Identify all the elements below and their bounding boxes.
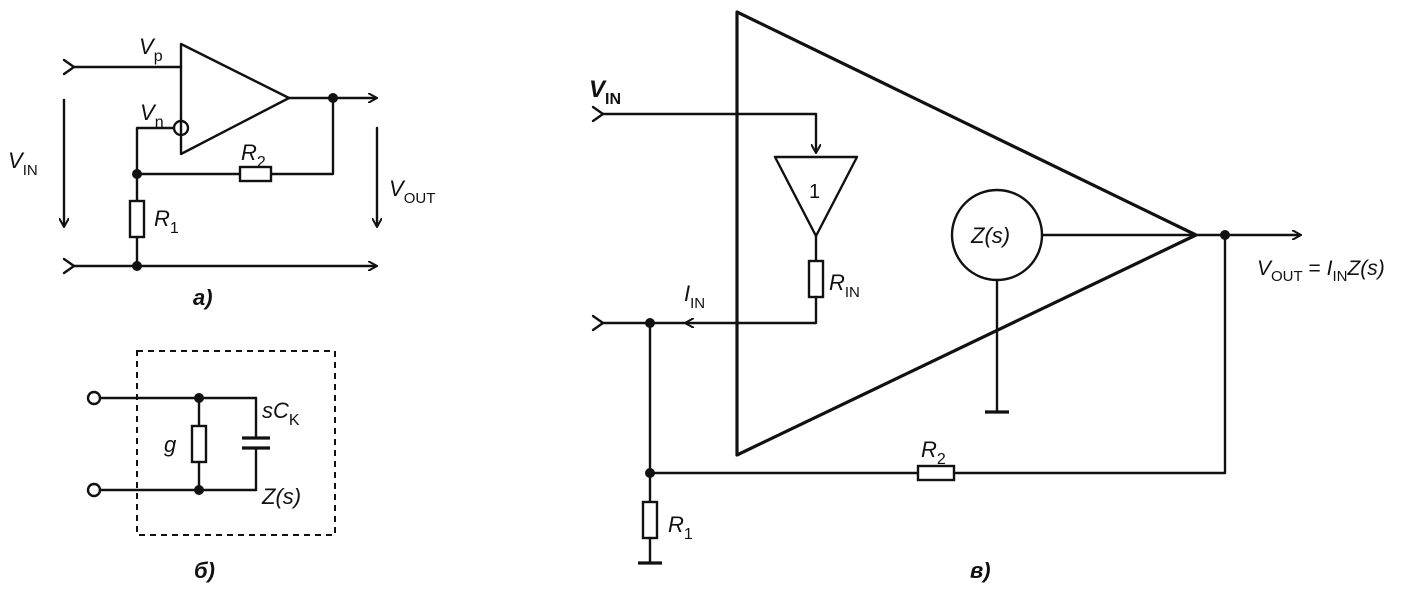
label-r2-c: R2	[921, 437, 946, 468]
label-r1: R1	[154, 206, 179, 237]
op-amp-triangle	[179, 42, 291, 156]
input-terminal-bottom	[62, 257, 76, 275]
label-vp: Vp	[139, 34, 163, 65]
caption-c: в)	[970, 558, 991, 583]
r2-resistor	[916, 464, 956, 482]
amplifier-triangle	[735, 10, 1198, 457]
label-vn: Vn	[140, 100, 164, 131]
feedback-wire-right	[269, 96, 335, 176]
terminal-bottom	[86, 482, 102, 498]
buffer-gain: 1	[809, 181, 820, 203]
label-vout-equation: VOUT = IINZ(s)	[1257, 257, 1385, 285]
r1-resistor	[128, 199, 146, 239]
r2-wire-right	[952, 233, 1227, 475]
diagram-a: Vp Vn VIN VOUT R1 R2 а)	[8, 34, 435, 310]
label-vin: VIN	[8, 148, 38, 179]
label-zs: Z(s)	[261, 484, 301, 509]
label-vout: VOUT	[389, 176, 435, 207]
vin-wire	[601, 112, 816, 152]
output-node	[1220, 230, 1230, 240]
caption-a: а)	[193, 285, 213, 310]
label-g: g	[164, 432, 177, 457]
inverting-terminal	[591, 314, 605, 332]
label-vin-c: VIN	[589, 76, 621, 108]
buffer-triangle	[773, 155, 859, 238]
label-r2: R2	[241, 140, 266, 171]
caption-b: б)	[194, 558, 215, 583]
diagram-b: g sCK Z(s) б)	[86, 350, 336, 583]
input-terminal-top	[62, 58, 76, 76]
iin-wire	[686, 295, 818, 323]
rin-resistor	[807, 259, 825, 299]
label-sck: sCK	[262, 398, 300, 429]
label-zs-c: Z(s)	[970, 223, 1010, 248]
g-resistor	[190, 424, 208, 464]
vn-wire	[135, 126, 176, 176]
terminal-top	[86, 390, 102, 406]
label-rin: RIN	[829, 270, 860, 301]
r2-resistor	[238, 165, 273, 183]
label-iin: IIN	[684, 281, 705, 312]
diagram-c: 1 Z(s) VIN IIN RIN R1 R2 VOUT =	[589, 10, 1385, 583]
vin-terminal	[591, 105, 605, 123]
label-r1-c: R1	[668, 512, 693, 543]
r1-resistor	[641, 500, 659, 540]
dashed-boundary	[136, 350, 336, 536]
